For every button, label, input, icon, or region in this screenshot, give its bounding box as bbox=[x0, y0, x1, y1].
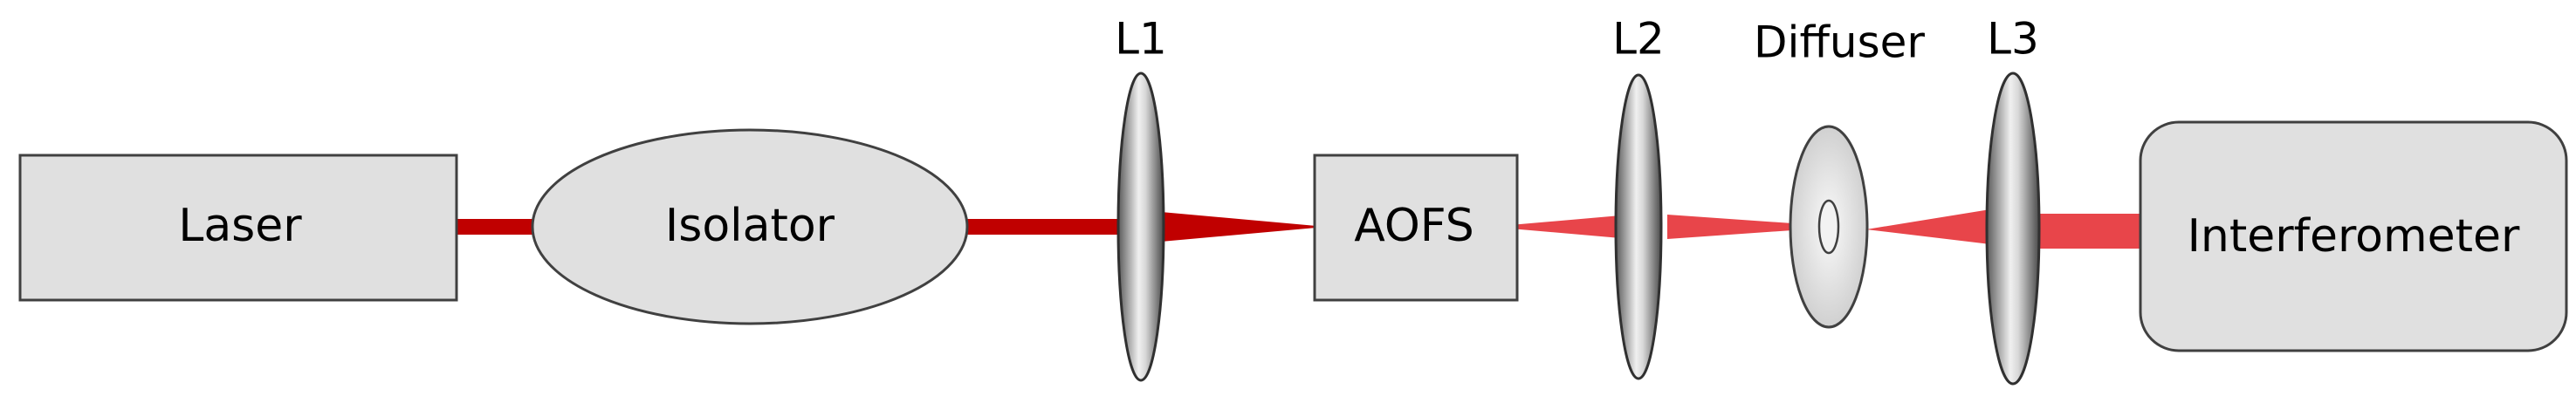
beam-laser-isolator bbox=[454, 219, 532, 235]
diffuser-hub bbox=[1817, 199, 1840, 255]
beam-aofs-l2-cone bbox=[1510, 215, 1631, 239]
lens-l3 bbox=[1985, 72, 2041, 386]
interferometer-label: Interferometer bbox=[2188, 210, 2520, 263]
lens-l2 bbox=[1614, 73, 1663, 380]
aofs-box bbox=[1313, 154, 1519, 302]
lens-l2-label: L2 bbox=[1612, 14, 1665, 65]
beam-isolator-l1 bbox=[967, 219, 1123, 235]
lens-l3-label: L3 bbox=[1987, 14, 2039, 65]
interferometer-box bbox=[2139, 120, 2568, 352]
beam-l2-diffuser-cone bbox=[1667, 215, 1817, 239]
beam-l3-interferometer bbox=[2023, 214, 2142, 249]
isolator-label: Isolator bbox=[665, 200, 835, 252]
diffuser-label: Diffuser bbox=[1754, 17, 1925, 68]
isolator-ellipse bbox=[531, 128, 969, 325]
beam-l1-aofs-cone bbox=[1161, 212, 1316, 242]
lens-l1 bbox=[1116, 72, 1165, 382]
aofs-label: AOFS bbox=[1354, 200, 1474, 252]
laser-label: Laser bbox=[178, 200, 302, 252]
laser-box bbox=[18, 154, 458, 302]
beam-diffuser-l3-cone bbox=[1866, 209, 1990, 244]
lens-l1-label: L1 bbox=[1115, 14, 1167, 65]
